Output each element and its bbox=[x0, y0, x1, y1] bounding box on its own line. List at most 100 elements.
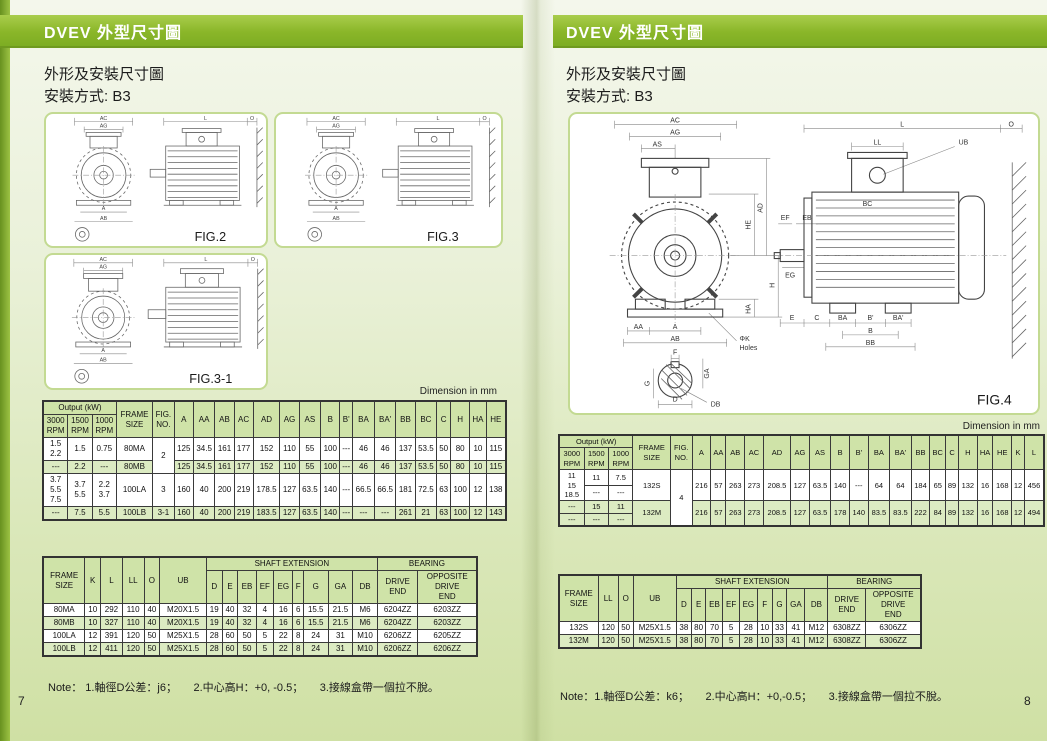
header-cell: BEARING bbox=[827, 574, 922, 589]
page-title-left: DVEV 外型尺寸圖 bbox=[44, 24, 183, 42]
fig4-dim-db: DB bbox=[711, 401, 721, 408]
data-cell: 494 bbox=[1023, 500, 1045, 527]
data-cell: 16 bbox=[273, 603, 294, 617]
footnote-left: Note： 1.軸徑D公差：j6； 2.中心高H：+0, -0.5； 3.接線盒… bbox=[48, 682, 439, 694]
header-cell: D bbox=[205, 570, 223, 604]
header-cell: UB bbox=[632, 574, 677, 622]
data-cell: 12 bbox=[84, 642, 102, 657]
data-cell: 64 bbox=[867, 469, 891, 502]
fig3-dim-ag: AG bbox=[332, 124, 340, 130]
header-cell: BA' bbox=[373, 400, 397, 438]
data-cell: 127 bbox=[279, 473, 300, 507]
header-cell: 3000 RPM bbox=[558, 447, 585, 471]
data-cell: 5.5 bbox=[91, 506, 117, 521]
data-cell: 40 bbox=[221, 603, 239, 617]
data-cell: 66.5 bbox=[352, 473, 375, 507]
fig3-1-drawing: AC AG A AB L O FIG.3-1 bbox=[71, 257, 264, 386]
data-cell: 6306ZZ bbox=[865, 634, 922, 649]
fig4-dim-ad: AD bbox=[757, 203, 764, 213]
data-cell: 5 bbox=[255, 629, 275, 643]
data-cell: 83.5 bbox=[889, 500, 912, 527]
data-cell: 6205ZZ bbox=[417, 629, 478, 643]
data-cell: 7.5 bbox=[608, 469, 634, 486]
data-cell: 53.5 bbox=[414, 437, 438, 461]
data-cell: 15.5 bbox=[302, 603, 329, 617]
fig3-1-dim-ag: AG bbox=[99, 265, 107, 271]
fig2-dim-l: L bbox=[204, 116, 207, 122]
fig4-dim-ub: UB bbox=[959, 140, 969, 147]
data-cell: 160 bbox=[173, 506, 194, 521]
page-number-left: 7 bbox=[18, 694, 25, 708]
data-cell: 152 bbox=[252, 437, 281, 461]
data-cell: M10 bbox=[352, 642, 378, 657]
section-title-left: 外形及安裝尺寸圖 安裝方式: B3 bbox=[44, 64, 164, 108]
fig3-panel: AC AG A AB L O FIG.3 bbox=[274, 112, 503, 248]
header-cell: H bbox=[958, 434, 978, 471]
header-cell: HA bbox=[976, 434, 994, 471]
data-cell: 100 bbox=[450, 506, 471, 521]
fig4-drawing: AC AG AS HE AD H HA AA A AB ΦK Holes bbox=[609, 118, 1027, 408]
fig2-dim-ac: AC bbox=[100, 116, 108, 122]
header-bar-right: DVEV 外型尺寸圖 bbox=[553, 15, 1047, 48]
data-cell: 84 bbox=[929, 500, 947, 527]
data-cell: 80 bbox=[450, 460, 471, 474]
fig4-dim-baprime: BA' bbox=[893, 315, 904, 322]
data-cell: 66.5 bbox=[373, 473, 397, 507]
header-cell: AB bbox=[214, 400, 235, 438]
data-cell: 31 bbox=[327, 629, 354, 643]
data-cell: --- bbox=[339, 460, 354, 474]
header-cell: HE bbox=[485, 400, 507, 438]
data-cell: 137 bbox=[395, 460, 416, 474]
data-cell: M20X1.5 bbox=[159, 603, 207, 617]
data-cell: 34.5 bbox=[192, 437, 216, 461]
fig2-caption: FIG.2 bbox=[195, 230, 227, 244]
data-cell: 138 bbox=[485, 473, 507, 507]
data-cell: --- bbox=[558, 512, 585, 527]
header-cell: AD bbox=[762, 434, 792, 471]
header-cell: AC bbox=[233, 400, 254, 438]
data-cell: 63 bbox=[436, 473, 452, 507]
data-cell: 50 bbox=[237, 629, 257, 643]
data-cell: 64 bbox=[889, 469, 912, 502]
header-cell: G bbox=[302, 570, 329, 604]
data-cell: 261 bbox=[395, 506, 416, 521]
header-cell: GA bbox=[786, 588, 806, 622]
data-cell: 4 bbox=[255, 616, 275, 630]
data-cell: 89 bbox=[945, 469, 960, 502]
data-cell: 57 bbox=[710, 469, 727, 502]
data-cell: M25X1.5 bbox=[159, 629, 207, 643]
header-cell: A bbox=[173, 400, 194, 438]
header-cell: K bbox=[1011, 434, 1025, 471]
data-cell: 100 bbox=[320, 460, 341, 474]
fig4-dim-bb: BB bbox=[866, 340, 876, 347]
header-cell: SHAFT EXTENSION bbox=[205, 556, 378, 571]
header-cell: LL bbox=[597, 574, 619, 622]
data-cell: 16 bbox=[976, 500, 994, 527]
data-cell: 183.5 bbox=[252, 506, 281, 521]
header-cell: BC bbox=[929, 434, 947, 471]
data-cell: 2.2 3.7 bbox=[91, 473, 117, 507]
header-cell: DB bbox=[804, 588, 829, 622]
fig4-dim-a: A bbox=[673, 324, 678, 331]
data-cell: 168 bbox=[992, 469, 1013, 502]
header-cell: B bbox=[830, 434, 850, 471]
data-cell: 63.5 bbox=[808, 469, 832, 502]
fig4-dim-l: L bbox=[900, 122, 904, 129]
data-cell: 100LA bbox=[42, 629, 86, 643]
dimension-unit-label-left: Dimension in mm bbox=[419, 386, 497, 397]
header-cell: FRAME SIZE bbox=[42, 556, 86, 604]
data-cell: 125 bbox=[173, 460, 194, 474]
data-cell: 46 bbox=[352, 437, 375, 461]
data-cell: 140 bbox=[320, 506, 341, 521]
section-title-right-line2: 安裝方式: B3 bbox=[566, 87, 653, 105]
data-cell: 219 bbox=[233, 506, 254, 521]
data-cell: --- bbox=[42, 460, 69, 474]
data-cell: 33 bbox=[771, 634, 788, 649]
header-cell: DRIVE END bbox=[827, 588, 867, 622]
fig4-dim-f: F bbox=[673, 350, 677, 357]
data-cell: 6 bbox=[292, 603, 304, 617]
fig2-dim-o: O bbox=[250, 116, 254, 122]
data-cell: 263 bbox=[725, 500, 746, 527]
data-cell: 12 bbox=[1011, 500, 1025, 527]
data-cell: 208.5 bbox=[762, 500, 792, 527]
